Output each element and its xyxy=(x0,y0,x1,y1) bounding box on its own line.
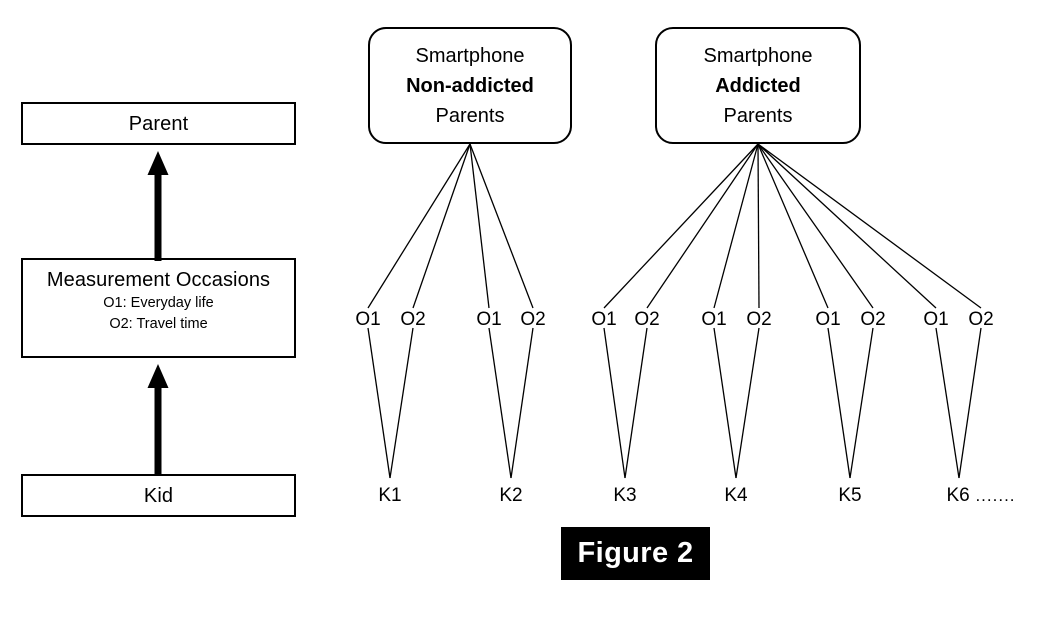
edge-k4-o2-to-k4 xyxy=(735,327,760,479)
kid-label-k2-text: K2 xyxy=(499,485,523,506)
kid-label-k6: K6 ....... xyxy=(946,485,1015,507)
edge-k5-o2-to-k5 xyxy=(849,327,874,479)
edge-k3-o1-to-k3 xyxy=(603,327,626,479)
edge-k1-o1-to-k1 xyxy=(367,327,391,479)
legend-level-measurement-occasions: Measurement Occasions O1: Everyday life … xyxy=(21,258,296,358)
parent-node-non-addicted-line3: Parents xyxy=(435,104,505,127)
occasion-label-k6-o2: O2 xyxy=(968,309,994,330)
parent-node-addicted-line3: Parents xyxy=(723,104,793,127)
kid-label-k6-text: K6 xyxy=(946,485,970,506)
occasion-label-k2-o2: O2 xyxy=(520,309,546,330)
edge-k5-o1-to-k5 xyxy=(827,327,851,479)
occasion-label-k6-o1: O1 xyxy=(923,309,949,330)
parent-node-non-addicted-line1: Smartphone xyxy=(415,44,525,67)
edge-addicted-parents-to-k5-o1 xyxy=(757,143,829,309)
edge-non-addicted-parents-to-k1-o1 xyxy=(367,143,471,309)
edge-k1-o2-to-k1 xyxy=(389,327,414,479)
edge-k6-o1-to-k6 xyxy=(935,327,960,479)
occasion-label-k1-o1: O1 xyxy=(355,309,381,330)
edge-addicted-parents-to-k3-o2 xyxy=(646,143,759,309)
edge-k2-o2-to-k2 xyxy=(510,327,534,479)
edge-k6-o2-to-k6 xyxy=(958,327,982,479)
occasion-label-k2-o1: O1 xyxy=(476,309,502,330)
occasion-label-k1-o2: O2 xyxy=(400,309,426,330)
edge-k3-o2-to-k3 xyxy=(624,327,648,479)
kid-label-k1-text: K1 xyxy=(378,485,402,506)
edge-non-addicted-parents-to-k1-o2 xyxy=(412,143,471,309)
parent-node-addicted-line1: Smartphone xyxy=(703,44,813,67)
edge-addicted-parents-to-k6-o1 xyxy=(757,143,937,309)
kid-label-k3: K3 xyxy=(613,485,636,507)
kid-label-k5: K5 xyxy=(838,485,861,507)
edge-addicted-parents-to-k3-o1 xyxy=(603,143,759,309)
legend-level-parent: Parent xyxy=(21,102,296,145)
edge-addicted-parents-to-k4-o2 xyxy=(757,143,760,309)
occasion-label-k3-o1: O1 xyxy=(591,309,617,330)
edge-addicted-parents-to-k6-o2 xyxy=(757,143,982,309)
kid-label-k3-text: K3 xyxy=(613,485,637,506)
edge-addicted-parents-to-k5-o2 xyxy=(757,143,874,309)
kid-label-k5-text: K5 xyxy=(838,485,862,506)
parent-node-addicted: Smartphone Addicted Parents xyxy=(655,27,861,144)
edge-addicted-parents-to-k4-o1 xyxy=(713,143,759,309)
kid-label-k4: K4 xyxy=(724,485,747,507)
parent-node-addicted-line2: Addicted xyxy=(715,74,801,97)
figure-caption: Figure 2 xyxy=(561,527,710,580)
edge-k4-o1-to-k4 xyxy=(713,327,737,479)
occasion-label-k5-o1: O1 xyxy=(815,309,841,330)
edge-non-addicted-parents-to-k2-o2 xyxy=(469,143,534,309)
occasion-label-k3-o2: O2 xyxy=(634,309,660,330)
occasion-label-k5-o2: O2 xyxy=(860,309,886,330)
legend-level-parent-title: Parent xyxy=(128,112,189,135)
legend-level-measurement-occasions-title: Measurement Occasions xyxy=(46,269,271,291)
edge-k2-o1-to-k2 xyxy=(488,327,512,479)
arrow-kid-to-occasions-icon xyxy=(147,364,169,476)
kid-label-k4-text: K4 xyxy=(724,485,748,506)
legend-occasion-o1-description: O1: Everyday life xyxy=(103,295,214,311)
kid-label-k1: K1 xyxy=(378,485,401,507)
arrow-occasions-to-parent-icon xyxy=(147,151,169,261)
legend-level-kid-title: Kid xyxy=(143,484,174,507)
occasion-label-k4-o2: O2 xyxy=(746,309,772,330)
parent-node-non-addicted-line2: Non-addicted xyxy=(406,74,534,97)
legend-level-kid: Kid xyxy=(21,474,296,517)
kid-label-k2: K2 xyxy=(499,485,522,507)
edge-non-addicted-parents-to-k2-o1 xyxy=(469,143,490,309)
kid-label-k6-ellipsis: ....... xyxy=(969,486,1016,505)
parent-node-non-addicted: Smartphone Non-addicted Parents xyxy=(368,27,572,144)
occasion-label-k4-o1: O1 xyxy=(701,309,727,330)
legend-occasion-o2-description: O2: Travel time xyxy=(109,316,208,332)
